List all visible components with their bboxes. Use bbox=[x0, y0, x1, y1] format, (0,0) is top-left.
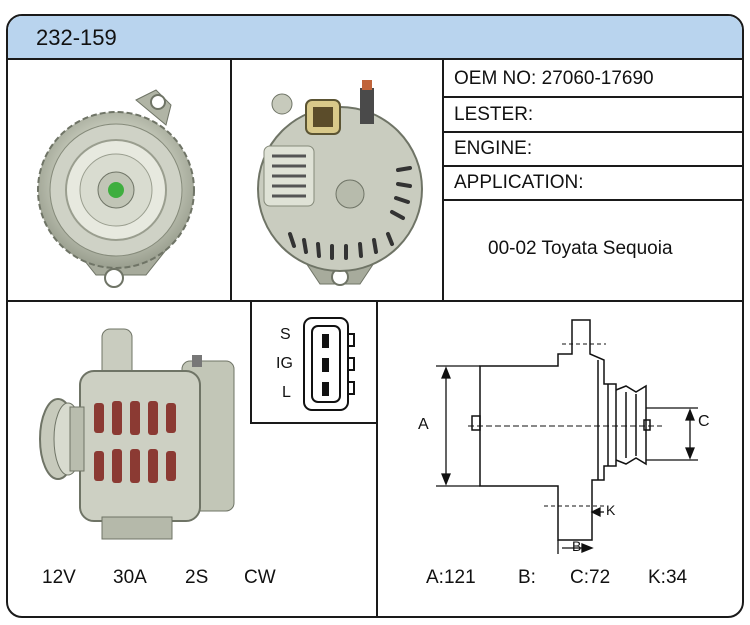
dimension-a-label: A bbox=[418, 416, 429, 433]
application-label: APPLICATION: bbox=[454, 172, 584, 193]
voltage-value: 12V bbox=[42, 567, 76, 588]
divider-photo-1 bbox=[230, 60, 232, 301]
alternator-front-photo bbox=[37, 89, 195, 288]
rotation-value: CW bbox=[244, 567, 276, 588]
divider-photo-2 bbox=[442, 60, 444, 301]
divider-spec-3 bbox=[442, 165, 742, 167]
engine-label: ENGINE: bbox=[454, 138, 533, 159]
dimension-drawing bbox=[436, 319, 698, 554]
alternator-side-photo bbox=[39, 328, 235, 540]
divider-bottom-vertical bbox=[376, 301, 378, 616]
connector-box-bottom bbox=[250, 422, 377, 424]
dimension-a-value: A:121 bbox=[426, 567, 476, 588]
alternator-rear-photo bbox=[257, 80, 423, 286]
part-number: 232-159 bbox=[36, 25, 117, 50]
dimension-c-label: C bbox=[698, 413, 710, 430]
lester-label: LESTER: bbox=[454, 104, 534, 125]
divider-spec-2 bbox=[442, 131, 742, 133]
groove-value: 2S bbox=[185, 567, 209, 588]
spec-sheet: 232-159 OEM NO: 27060-17690 LESTER: ENGI… bbox=[6, 14, 744, 618]
divider-spec-4 bbox=[442, 199, 742, 201]
oem-row: OEM NO: 27060-17690 bbox=[454, 68, 654, 90]
dimension-k-label: K bbox=[606, 502, 616, 518]
title-bar: 232-159 bbox=[8, 16, 742, 60]
connector-box-left bbox=[250, 301, 252, 423]
divider-spec-1 bbox=[442, 96, 742, 98]
dimension-b-value: B: bbox=[518, 567, 536, 588]
lester-row: LESTER: bbox=[454, 104, 533, 126]
terminal-ig-label: IG bbox=[276, 355, 293, 372]
terminal-s-label: S bbox=[280, 326, 291, 343]
divider-mid-horizontal bbox=[8, 300, 742, 302]
oem-value: 27060-17690 bbox=[541, 68, 654, 89]
application-detail: 00-02 Toyata Sequoia bbox=[488, 238, 673, 259]
dimension-k-value: K:34 bbox=[648, 567, 688, 588]
terminal-l-label: L bbox=[282, 384, 291, 401]
dimension-b-label: B bbox=[572, 538, 582, 554]
application-row: APPLICATION: bbox=[454, 172, 584, 194]
oem-label: OEM NO: bbox=[454, 68, 537, 89]
connector-diagram bbox=[303, 317, 355, 411]
amperage-value: 30A bbox=[113, 567, 147, 588]
dimension-c-value: C:72 bbox=[570, 567, 611, 588]
engine-row: ENGINE: bbox=[454, 138, 532, 160]
